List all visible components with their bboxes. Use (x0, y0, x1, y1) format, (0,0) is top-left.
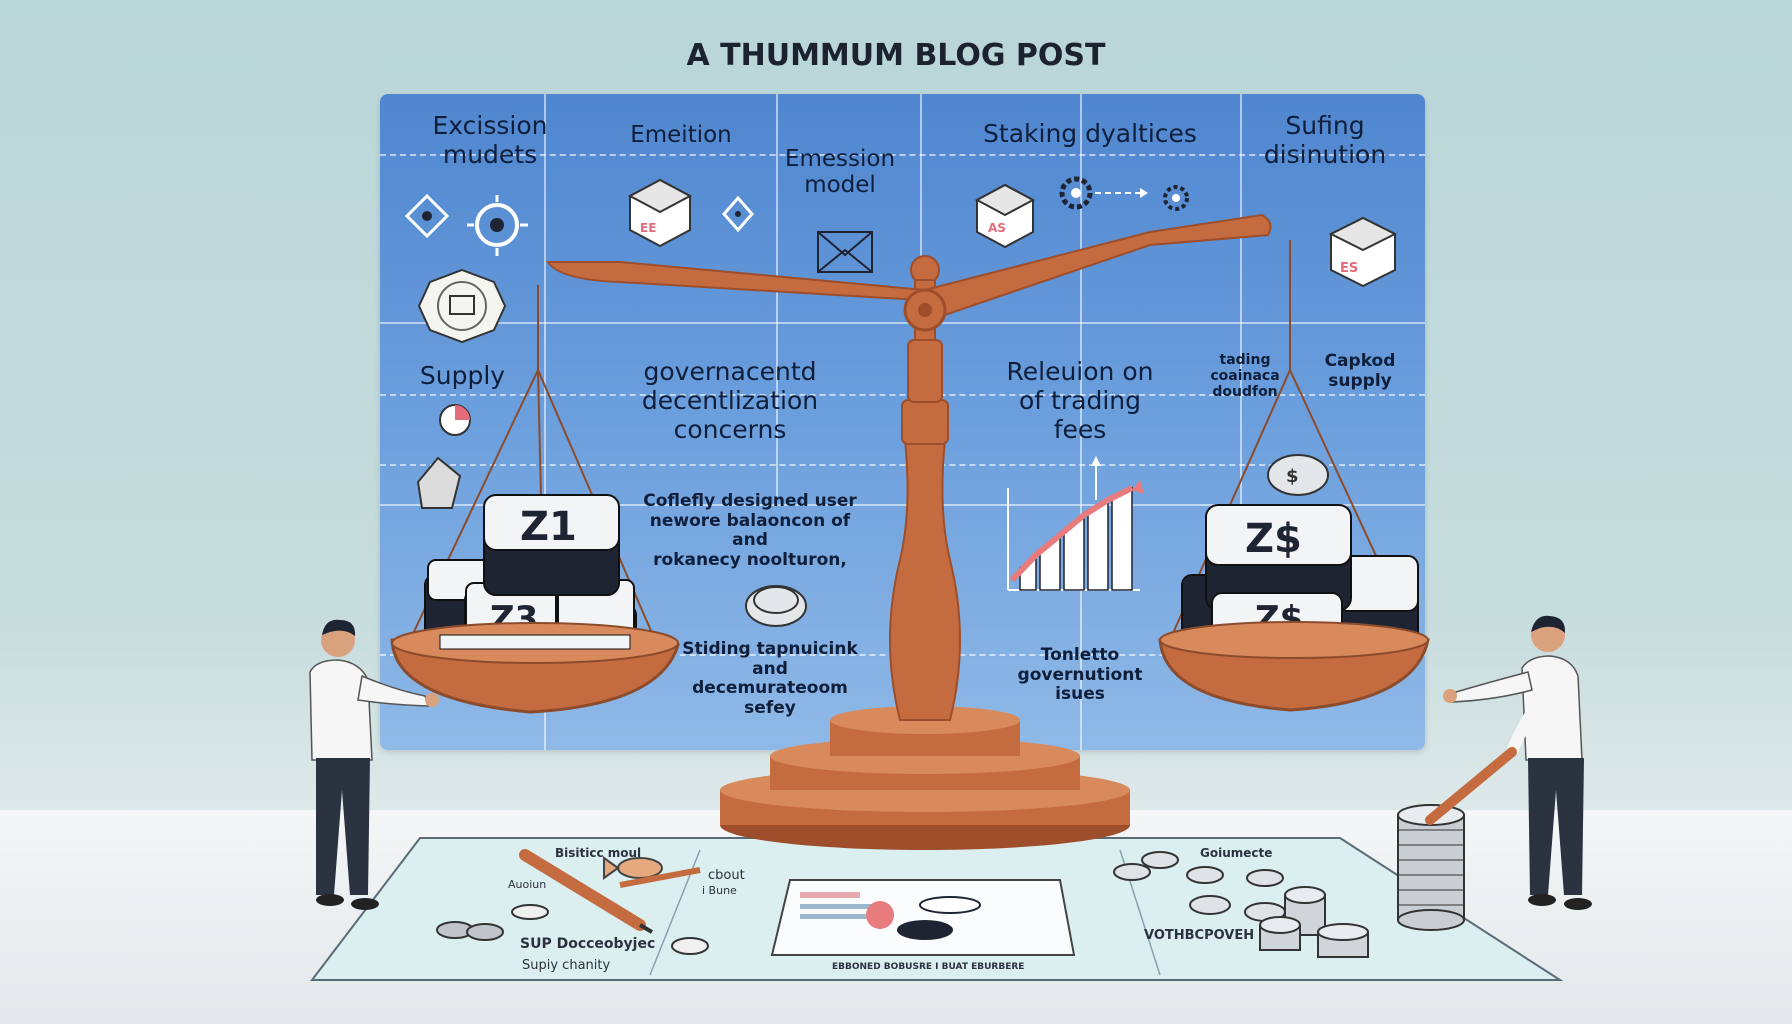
board-dashed-line (380, 464, 1425, 466)
label-supply: Supply (419, 361, 506, 390)
label-excission-mudets: Excission mudets (432, 111, 548, 169)
table-label-sup: SUP Docceobyjec (520, 936, 656, 952)
board-dashed-line (380, 394, 1425, 396)
board-grid-line (380, 504, 1425, 506)
table-label-supy: Supiy chanity (522, 958, 611, 973)
blog-post-title: A THUMMUM BLOG POST (686, 38, 1106, 73)
table-label-bisiticc: Bisiticc moul (555, 846, 642, 860)
label-emession-model: Emession model (784, 146, 896, 199)
board-dashed-line (380, 654, 1425, 656)
table-label-auoiun: Auoiun (508, 878, 547, 891)
label-releuion-trading-fees: Releuion on of trading fees (1006, 357, 1154, 444)
table-label-cbout: cbout (708, 868, 745, 883)
board-grid-line (544, 94, 546, 750)
label-governance-concerns: governacentd decentlization concerns (641, 357, 819, 444)
table-label-goiumerce: Goiumecte (1200, 846, 1273, 860)
label-capked-supply: Capkod supply (1324, 351, 1396, 391)
label-sufing-disinution: Sufing disinution (1263, 111, 1387, 169)
table-label-report: EBBONED BOBUSRE I BUAT EBURBERE (832, 962, 1025, 972)
table-label-bune: i Bune (702, 884, 737, 897)
board-grid-line (380, 322, 1425, 324)
label-stiding: Stiding tapnuicink and decemurateoom sef… (682, 639, 858, 718)
table-label-votingpower: VOTHBCPOVEH (1144, 928, 1255, 943)
label-tading: tading coainaca doudfon (1210, 352, 1280, 401)
board-grid-line (920, 94, 922, 322)
label-emeition: Emeition (630, 122, 732, 148)
label-staking-dyaltices: Staking dyaltices (983, 119, 1197, 148)
table-surface (0, 810, 1792, 1024)
board-grid-line (1080, 94, 1082, 750)
label-coflefly: Coflefly designed user newore balaoncon … (643, 491, 857, 570)
board-dashed-line (380, 154, 1425, 156)
label-tonletto: Tonletto governutiont isues (1017, 645, 1143, 705)
